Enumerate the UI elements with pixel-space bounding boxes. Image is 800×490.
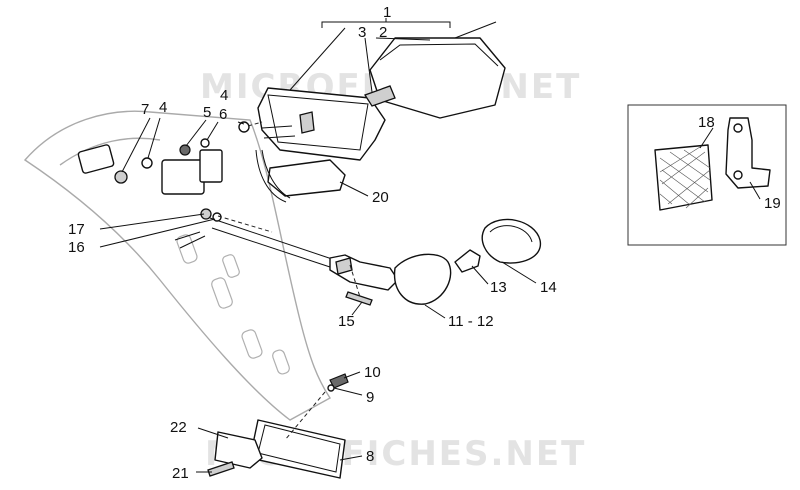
nut-7: [114, 170, 128, 184]
callout-8: 8: [366, 448, 374, 465]
bracket-22: [214, 431, 263, 469]
callout-14: 14: [540, 279, 557, 296]
screw-21: [207, 461, 235, 477]
callout-16: 16: [68, 239, 85, 256]
lens-14: [481, 218, 542, 264]
reflector-18: [654, 144, 713, 211]
washer-4-right: [238, 121, 250, 133]
callout-2: 2: [379, 24, 387, 41]
tail-light-lens: [369, 37, 506, 119]
callout-4-left: 4: [159, 99, 167, 116]
rear-fender: [23, 110, 332, 421]
callout-1: 1: [383, 4, 391, 21]
callout-21: 21: [172, 465, 189, 482]
washer-4: [141, 157, 153, 169]
callout-11-12: 11 - 12: [448, 313, 494, 330]
screw-top: [454, 21, 497, 39]
callout-5: 5: [203, 104, 211, 121]
reflector-assembly: [207, 373, 349, 479]
turn-signal-lens-parts: [454, 218, 542, 273]
tail-light-assembly: [257, 21, 506, 161]
callout-3: 3: [358, 24, 366, 41]
license-light-20: [255, 149, 346, 203]
callout-10: 10: [364, 364, 381, 381]
bulb-3: [364, 85, 396, 107]
bracket-assembly: [77, 121, 250, 195]
callout-17: 17: [68, 221, 85, 238]
callout-6: 6: [219, 106, 227, 123]
callout-7: 7: [141, 101, 149, 118]
callout-20: 20: [372, 189, 389, 206]
bulb-13: [454, 249, 481, 273]
inset-panel: [627, 104, 787, 246]
callout-19: 19: [764, 195, 781, 212]
callout-15: 15: [338, 313, 355, 330]
callout-labels: 1 2 3 7 4 5 4 6 20 17 16 13 14 15 11 - 1…: [68, 4, 781, 482]
screw-15: [345, 291, 373, 306]
nut-9: [327, 384, 335, 392]
callout-22: 22: [170, 419, 187, 436]
bushing-6: [200, 138, 210, 148]
callout-9: 9: [366, 389, 374, 406]
callout-4-right: 4: [220, 87, 228, 104]
turn-signal-11-12: [174, 217, 452, 305]
spacer-5: [179, 144, 191, 156]
callout-18: 18: [698, 114, 715, 131]
leader-lines: [99, 18, 761, 473]
callout-13: 13: [490, 279, 507, 296]
